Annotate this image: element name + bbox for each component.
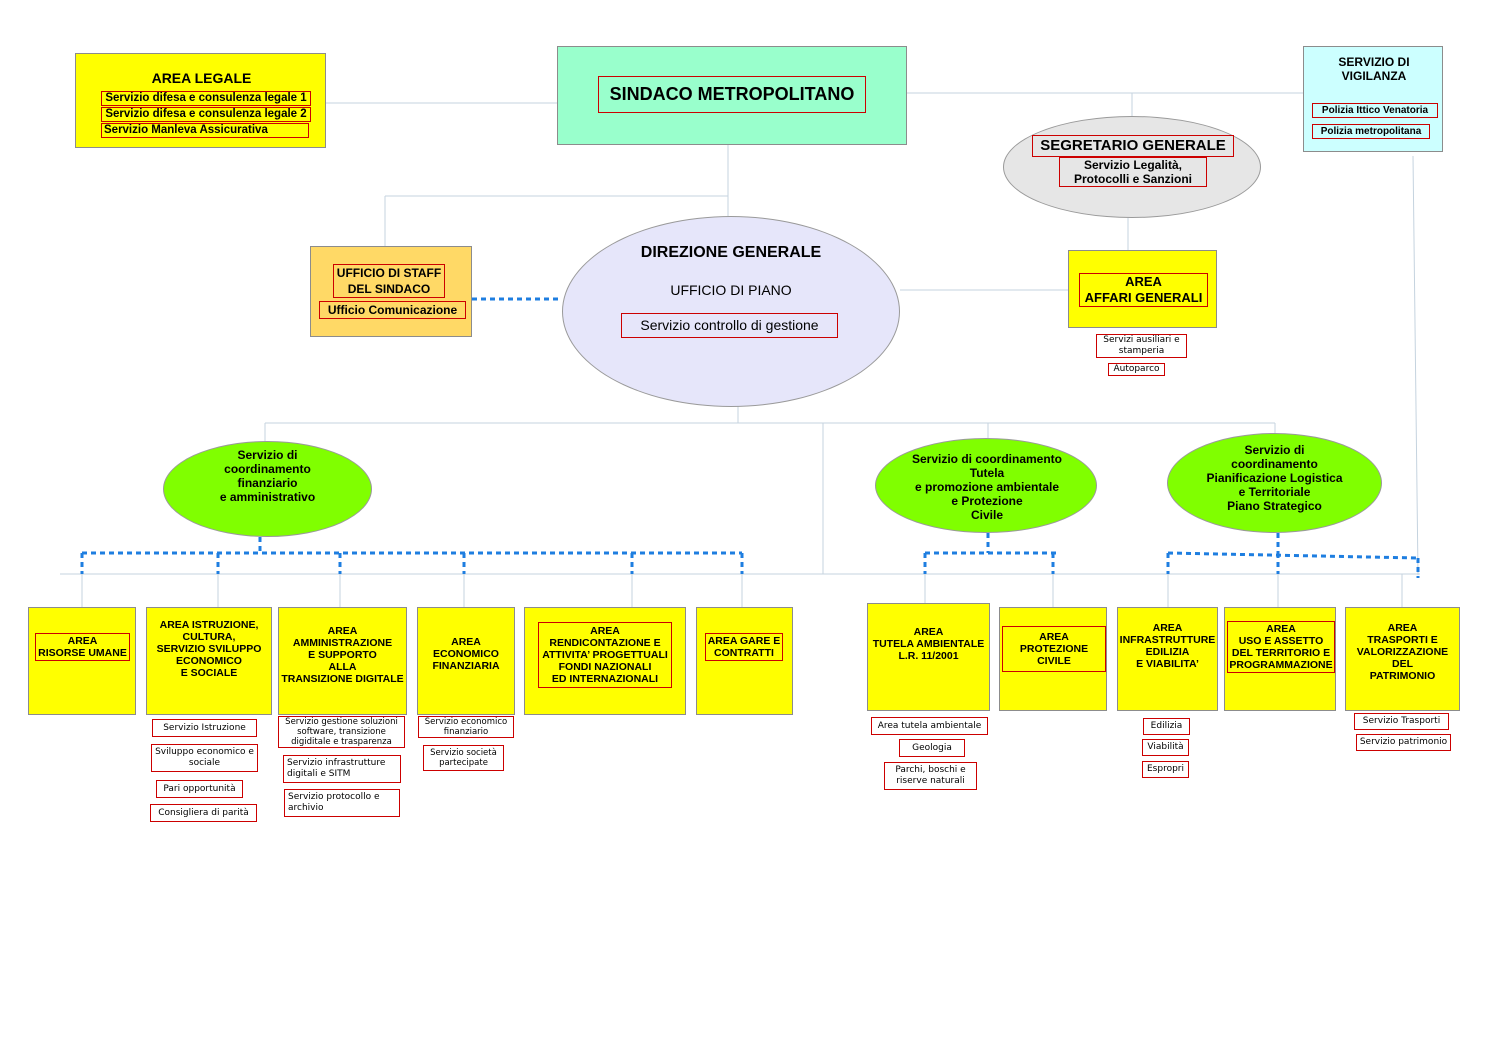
sviluppo-economico[interactable]: Sviluppo economico e sociale: [151, 744, 258, 772]
segretario-subtitle: Servizio Legalità,Protocolli e Sanzioni: [1059, 157, 1207, 187]
ufficio-comunicazione[interactable]: Ufficio Comunicazione: [319, 301, 466, 319]
servizio-societa-partecipate[interactable]: Servizio società partecipate: [423, 745, 504, 771]
vigilanza-item[interactable]: Polizia metropolitana: [1312, 124, 1430, 139]
servizio-protocollo[interactable]: Servizio protocollo e archivio: [284, 789, 400, 817]
consigliera-parita[interactable]: Consigliera di parità: [150, 804, 257, 822]
area-tutela-ambientale-service[interactable]: Area tutela ambientale: [871, 717, 988, 735]
area-legale-item[interactable]: Servizio difesa e consulenza legale 1: [101, 91, 311, 106]
area-legale-title: AREA LEGALE: [151, 70, 252, 86]
viabilita[interactable]: Viabilità: [1142, 739, 1189, 756]
sindaco-box[interactable]: SINDACO METROPOLITANO: [557, 46, 907, 145]
segretario-title: SEGRETARIO GENERALE: [1032, 135, 1234, 157]
servizio-controllo-gestione[interactable]: Servizio controllo di gestione: [621, 313, 838, 338]
servizio-gestione-software[interactable]: Servizio gestione soluzioni software, tr…: [278, 716, 405, 748]
area-legale-item[interactable]: Servizio difesa e consulenza legale 2: [101, 107, 311, 122]
area-legale-box[interactable]: AREA LEGALE Servizio difesa e consulenza…: [75, 53, 326, 148]
ufficio-piano: UFFICIO DI PIANO: [670, 282, 792, 298]
vigilanza-item[interactable]: Polizia Ittico Venatoria: [1312, 103, 1438, 118]
servizio-trasporti[interactable]: Servizio Trasporti: [1354, 713, 1449, 730]
edilizia[interactable]: Edilizia: [1143, 718, 1190, 735]
geologia[interactable]: Geologia: [899, 739, 965, 757]
area-legale-item[interactable]: Servizio Manleva Assicurativa: [101, 123, 309, 138]
servizi-ausiliari[interactable]: Servizi ausiliari e stamperia: [1096, 334, 1187, 358]
direzione-title: DIREZIONE GENERALE: [640, 244, 822, 261]
servizio-patrimonio[interactable]: Servizio patrimonio: [1356, 734, 1451, 751]
servizio-infrastrutture-digitali[interactable]: Servizio infrastrutture digitali e SITM: [283, 755, 401, 783]
espropri[interactable]: Espropri: [1142, 761, 1189, 778]
direzione-ellipse[interactable]: DIREZIONE GENERALE UFFICIO DI PIANO Serv…: [562, 216, 900, 407]
segretario-ellipse[interactable]: SEGRETARIO GENERALE Servizio Legalità,Pr…: [1003, 116, 1261, 218]
area-istruzione[interactable]: AREA ISTRUZIONE,CULTURA,SERVIZIO SVILUPP…: [146, 607, 272, 715]
pari-opportunita[interactable]: Pari opportunità: [156, 780, 243, 798]
autoparco[interactable]: Autoparco: [1108, 363, 1165, 376]
parchi-boschi[interactable]: Parchi, boschi e riserve naturali: [884, 762, 977, 790]
servizio-istruzione[interactable]: Servizio Istruzione: [152, 719, 257, 737]
sindaco-title: SINDACO METROPOLITANO: [598, 76, 866, 113]
servizio-economico-finanziario[interactable]: Servizio economico finanziario: [418, 716, 514, 738]
area-istruzione-label: AREA ISTRUZIONE,CULTURA,SERVIZIO SVILUPP…: [156, 619, 262, 679]
